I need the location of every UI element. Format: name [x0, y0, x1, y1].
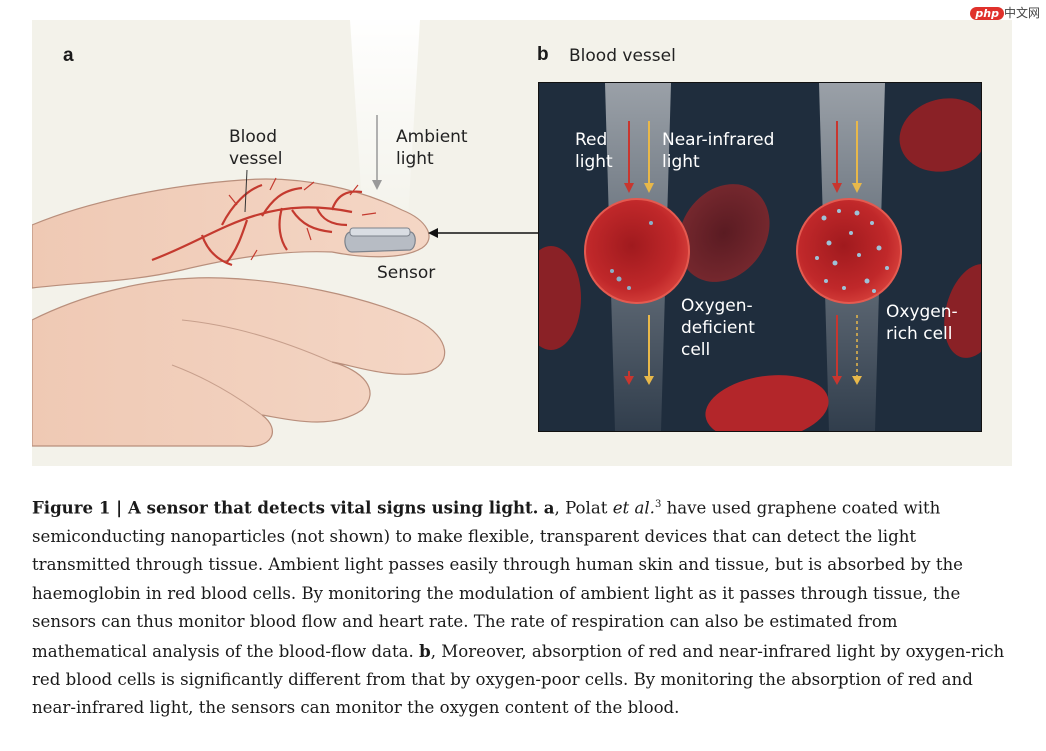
panel-b-letter: b [537, 44, 549, 65]
blood-vessel-pointer [244, 169, 248, 213]
ambient-light-label: Ambient light [396, 127, 468, 169]
nir-label: Near-infrared light [662, 130, 775, 172]
caption-title: A sensor that detects vital signs using … [127, 497, 539, 518]
sensor [344, 231, 416, 253]
blood-vessel-label: Blood vessel [229, 127, 283, 169]
oxygen-deficient-cell [584, 198, 690, 304]
red-light-label: Red light [575, 130, 613, 172]
oxygen-rich-cell [796, 198, 902, 304]
oxygen-rich-label: Oxygen- rich cell [886, 302, 958, 344]
caption-reference: 3 [654, 499, 662, 510]
panel-b-title: Blood vessel [569, 46, 676, 66]
blood-vessel-network [151, 183, 363, 267]
caption-text-2: have used graphene coated with semicondu… [32, 498, 964, 661]
watermark-text: 中文网 [1003, 6, 1040, 20]
caption-text-1: , Polat [554, 498, 613, 518]
background-cell [705, 375, 829, 431]
caption-text-3: , Moreover, absorption of red and near-i… [32, 641, 1005, 718]
caption-b-letter: b [419, 640, 431, 661]
caption-etal: et al. [612, 498, 655, 518]
panel-a-letter: a [63, 45, 74, 66]
lower-fingers [32, 277, 446, 448]
caption-a-letter: a [543, 497, 555, 518]
background-cell [678, 184, 770, 282]
figure-caption: Figure 1 | A sensor that detects vital s… [32, 491, 1017, 723]
background-cell [899, 98, 981, 172]
background-cell [539, 246, 581, 350]
ambient-light-beam [350, 20, 420, 235]
blood-cells-illustration [539, 83, 981, 431]
background-cell [944, 264, 981, 358]
sensor-label: Sensor [377, 263, 436, 283]
caption-bar: | [110, 497, 128, 518]
blood-vessel-panel: Red light Near-infrared light Oxygen- de… [538, 82, 982, 432]
finger-illustration [32, 20, 567, 448]
watermark-badge: php [970, 7, 1004, 20]
oxygen-deficient-label: Oxygen- deficient cell [681, 296, 755, 360]
caption-figure-label: Figure 1 [32, 497, 111, 518]
index-finger [32, 178, 430, 289]
